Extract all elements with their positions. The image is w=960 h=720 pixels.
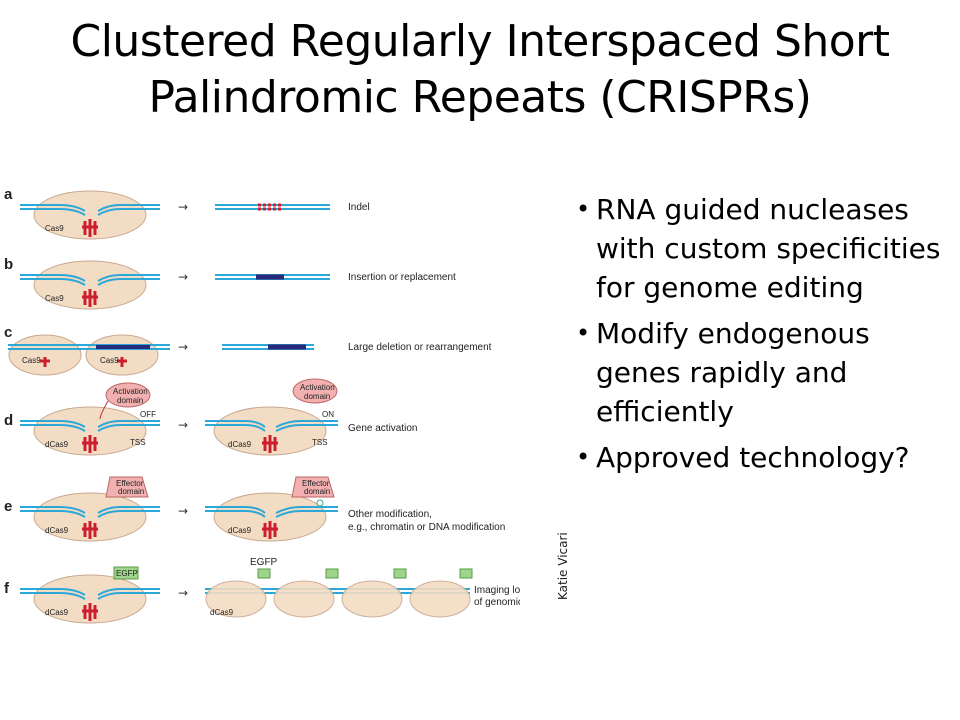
protein-label: Cas9 bbox=[45, 294, 64, 303]
outcome-label-2: of genomic locus bbox=[474, 597, 520, 608]
arrow-icon: → bbox=[178, 418, 188, 432]
outcome-label-1: Imaging location bbox=[474, 585, 520, 596]
outcome-label: Indel bbox=[348, 202, 370, 213]
title-line-2: Palindromic Repeats (CRISPRs) bbox=[148, 72, 812, 123]
image-credit: Katie Vicari bbox=[556, 532, 570, 600]
row-letter: e bbox=[4, 498, 12, 515]
row-letter: f bbox=[4, 580, 10, 597]
cas9-protein-1 bbox=[8, 334, 82, 376]
outcome-label: Insertion or replacement bbox=[348, 272, 456, 283]
protein-label: dCas9 bbox=[45, 526, 69, 535]
row-letter: d bbox=[4, 412, 13, 429]
cas9-protein bbox=[33, 260, 147, 310]
dna-product bbox=[222, 344, 314, 350]
dna-product bbox=[215, 203, 330, 211]
svg-text:domain: domain bbox=[304, 392, 330, 401]
protein-label: Cas9 bbox=[22, 356, 41, 365]
activation-domain bbox=[105, 382, 151, 408]
egfp-tag bbox=[113, 566, 139, 580]
arrow-icon: → bbox=[178, 200, 188, 214]
cas9-protein-2 bbox=[85, 334, 159, 376]
dcas9-protein bbox=[33, 574, 147, 624]
outcome-label: Gene activation bbox=[348, 423, 418, 434]
dcas9-protein-after bbox=[213, 406, 327, 456]
row-letter: b bbox=[4, 256, 13, 273]
title-line-1: Clustered Regularly Interspaced Short bbox=[70, 16, 890, 67]
protein-label-after: dCas9 bbox=[228, 440, 252, 449]
protein-label: dCas9 bbox=[45, 608, 69, 617]
arrow-icon: → bbox=[178, 504, 188, 518]
svg-text:Activation: Activation bbox=[300, 383, 335, 392]
arrow-icon: → bbox=[178, 586, 188, 600]
svg-text:domain: domain bbox=[117, 396, 143, 405]
svg-text:domain: domain bbox=[304, 487, 330, 496]
outcome-label-2: e.g., chromatin or DNA modification bbox=[348, 522, 505, 533]
row-b: b Cas9 → Insertion or replacement bbox=[4, 256, 456, 310]
arrow-icon: → bbox=[178, 340, 188, 354]
protein-label: Cas9 bbox=[45, 224, 64, 233]
bullet-item: Modify endogenous genes rapidly and effi… bbox=[576, 314, 948, 431]
protein-label-after: dCas9 bbox=[228, 526, 252, 535]
tss-label: TSS bbox=[130, 438, 146, 447]
crispr-diagram: a Cas9 → Indel b Cas9 → Insertion or rep… bbox=[4, 186, 520, 624]
row-e: e Effector domain dCas9 → Effector domai… bbox=[4, 476, 505, 542]
row-a: a Cas9 → Indel bbox=[4, 186, 370, 240]
outcome-label-1: Other modification, bbox=[348, 509, 432, 520]
dna-product bbox=[215, 274, 330, 280]
effector-domain bbox=[105, 476, 149, 498]
bullet-list: RNA guided nucleases with custom specifi… bbox=[576, 190, 948, 484]
svg-text:domain: domain bbox=[118, 487, 144, 496]
outcome-label: Large deletion or rearrangement bbox=[348, 342, 492, 353]
state-on: ON bbox=[322, 410, 334, 419]
protein-label: dCas9 bbox=[45, 440, 69, 449]
tag-label-after: EGFP bbox=[250, 557, 278, 568]
guide-rna bbox=[82, 289, 98, 307]
tag-label: EGFP bbox=[116, 569, 138, 578]
protein-label-2: Cas9 bbox=[100, 356, 119, 365]
bullet-item: RNA guided nucleases with custom specifi… bbox=[576, 190, 948, 307]
bullet-item: Approved technology? bbox=[576, 438, 948, 477]
domain-label: Activation bbox=[113, 387, 148, 396]
row-c: c Cas9 Cas9 → Large deletion or rearrang… bbox=[4, 324, 492, 376]
svg-text:Effector: Effector bbox=[302, 479, 330, 488]
row-letter: c bbox=[4, 324, 12, 341]
row-d: d Activation domain OFF TSS dCas9 → Acti… bbox=[4, 378, 418, 456]
arrow-icon: → bbox=[178, 270, 188, 284]
protein-label-after: dCas9 bbox=[210, 608, 234, 617]
cas9-protein bbox=[33, 190, 147, 240]
dcas9-protein bbox=[33, 406, 147, 456]
tss-label-after: TSS bbox=[312, 438, 328, 447]
state-off: OFF bbox=[140, 410, 156, 419]
row-letter: a bbox=[4, 186, 13, 203]
slide-title: Clustered Regularly Interspaced Short Pa… bbox=[0, 14, 960, 126]
row-f: f EGFP dCas9 → EGFP dCas9 Imaging locati… bbox=[4, 557, 520, 624]
svg-text:Effector: Effector bbox=[116, 479, 144, 488]
dcas9-protein bbox=[33, 492, 147, 542]
guide-rna bbox=[82, 219, 98, 237]
